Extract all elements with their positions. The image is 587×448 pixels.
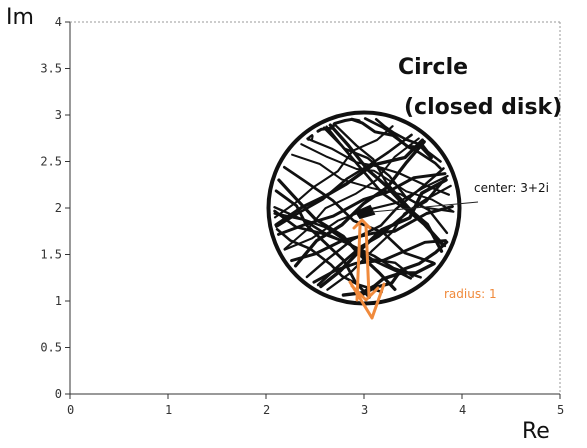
axis-ticks: 0 1 2 3 4 5 0 0.5 1 1.5 2 2.5 3 3.5 4 bbox=[40, 15, 564, 417]
scribble-stroke bbox=[316, 176, 447, 287]
y-tick-label: 2.5 bbox=[40, 155, 62, 169]
scribble-stroke bbox=[273, 125, 394, 219]
scribble-stroke bbox=[319, 178, 448, 289]
scribble-stroke bbox=[277, 172, 447, 236]
radius-arrow-head bbox=[348, 280, 386, 320]
scribble-stroke bbox=[300, 143, 455, 213]
y-tick-label: 3 bbox=[55, 108, 62, 122]
radius-arrow-top bbox=[352, 218, 372, 230]
y-tick-label: 0 bbox=[55, 387, 62, 401]
title-line-2: (closed disk) bbox=[404, 95, 562, 120]
x-tick-label: 0 bbox=[67, 403, 74, 417]
x-tick-label: 1 bbox=[165, 403, 172, 417]
y-tick-label: 3.5 bbox=[40, 62, 62, 76]
radius-arrow bbox=[348, 218, 386, 320]
scribble-stroke bbox=[293, 140, 426, 268]
center-annotation: center: 3+2i bbox=[474, 181, 549, 195]
plot-frame bbox=[69, 21, 561, 395]
y-tick-label: 1.5 bbox=[40, 248, 62, 262]
scribble-stroke bbox=[307, 134, 314, 141]
x-tick-label: 5 bbox=[557, 403, 564, 417]
radius-annotation: radius: 1 bbox=[444, 287, 497, 301]
center-point bbox=[354, 204, 376, 220]
scribble-stroke bbox=[332, 122, 447, 248]
scribble-stroke bbox=[274, 138, 425, 227]
y-tick-label: 0.5 bbox=[40, 341, 62, 355]
y-tick-label: 1 bbox=[55, 294, 62, 308]
x-tick-label: 2 bbox=[263, 403, 270, 417]
scribble-stroke bbox=[275, 133, 413, 228]
center-leader-line bbox=[371, 201, 479, 213]
radius-arrow-shaft bbox=[355, 224, 371, 302]
scribble-stroke bbox=[273, 206, 414, 278]
scribble-stroke bbox=[274, 189, 371, 299]
scribble-stroke bbox=[277, 178, 397, 291]
x-axis-label: Re bbox=[522, 419, 550, 444]
x-tick-label: 4 bbox=[459, 403, 466, 417]
title-line-1: Circle bbox=[398, 55, 468, 80]
y-axis-label: Im bbox=[6, 5, 34, 30]
y-tick-label: 2 bbox=[55, 201, 62, 215]
scribble-stroke bbox=[283, 137, 420, 251]
disk-scribble-fill bbox=[273, 117, 455, 299]
x-tick-label: 3 bbox=[361, 403, 368, 417]
scribble-stroke bbox=[282, 165, 435, 264]
y-tick-label: 4 bbox=[55, 15, 62, 29]
